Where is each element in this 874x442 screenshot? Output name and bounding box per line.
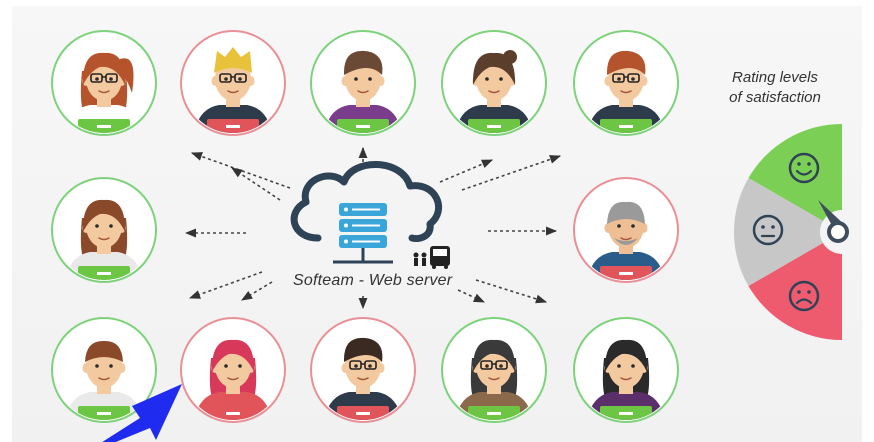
avatar-hair xyxy=(85,340,123,362)
avatar-hair xyxy=(472,339,516,372)
user-avatar xyxy=(441,317,547,423)
user-avatar xyxy=(180,30,286,136)
avatar-hair xyxy=(604,339,648,372)
user-avatar xyxy=(51,30,157,136)
user-avatar xyxy=(51,177,157,283)
arrow-to-user xyxy=(241,281,273,301)
avatar-hair xyxy=(82,52,126,85)
rating-title-line2: of satisfaction xyxy=(729,89,821,106)
user-avatar xyxy=(441,30,547,136)
arrow-to-user xyxy=(475,279,548,304)
avatar-hair xyxy=(606,50,646,75)
cloud-server-icon xyxy=(290,161,443,264)
avatar-hair xyxy=(607,201,645,224)
glasses-icon xyxy=(90,73,103,83)
user-avatar xyxy=(573,317,679,423)
gauge-needle xyxy=(818,200,849,243)
rating-title: Rating levels of satisfaction xyxy=(715,68,835,108)
avatar-hair xyxy=(343,337,383,362)
user-avatar xyxy=(573,177,679,283)
pointer-arrow-icon xyxy=(102,384,182,442)
glasses-icon xyxy=(219,73,232,83)
happy-face-icon xyxy=(788,152,820,184)
glasses-icon xyxy=(612,73,625,83)
avatar-hair xyxy=(343,50,383,75)
arrow-to-user xyxy=(231,167,281,201)
avatar-hair xyxy=(214,47,252,73)
sad-face-icon xyxy=(788,280,820,312)
glasses-icon xyxy=(349,360,362,370)
arrow-to-user xyxy=(190,152,291,189)
user-avatar xyxy=(310,317,416,423)
neutral-segment xyxy=(734,178,823,286)
rating-title-line1: Rating levels xyxy=(732,69,818,86)
user-avatar xyxy=(573,30,679,136)
user-avatar xyxy=(51,317,157,423)
neutral-face-icon xyxy=(752,214,784,246)
happy-segment xyxy=(748,124,842,221)
server-label: Softeam - Web server xyxy=(293,272,453,289)
avatar-hair xyxy=(211,339,255,372)
arrow-to-user xyxy=(439,159,494,183)
sad-segment xyxy=(748,243,842,340)
user-avatar xyxy=(310,30,416,136)
commuters-icon xyxy=(413,246,450,269)
arrow-to-user xyxy=(461,155,562,191)
arrow-to-user xyxy=(188,271,263,299)
user-avatar xyxy=(180,317,286,423)
satisfaction-gauge xyxy=(734,124,849,340)
connection-arrows xyxy=(184,146,562,310)
users-group xyxy=(51,30,679,423)
arrow-to-user xyxy=(457,289,486,303)
glasses-icon xyxy=(480,360,493,370)
avatar-hair xyxy=(82,199,126,232)
